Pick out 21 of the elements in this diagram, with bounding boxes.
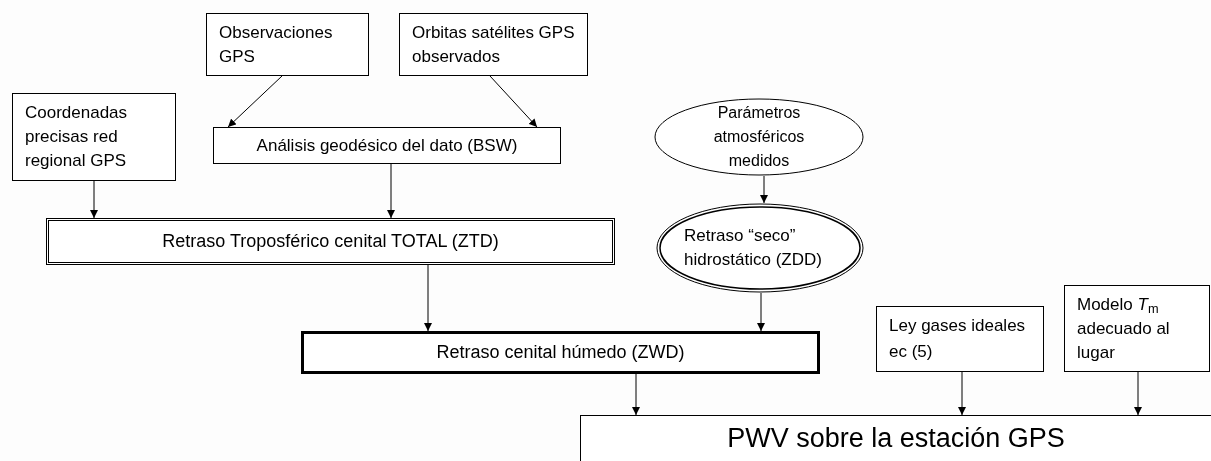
result-box: Retraso Troposférico cenital TOTAL (ZTD) xyxy=(46,218,615,265)
arrow xyxy=(632,373,640,416)
arrow xyxy=(489,75,538,128)
input-box: Orbitas satélites GPS observados xyxy=(399,13,588,76)
output-box: PWV sobre la estación GPS xyxy=(580,415,1211,461)
arrow xyxy=(227,75,283,128)
arrow xyxy=(424,264,432,332)
input-box: Ley gases ideales ec (5) xyxy=(876,306,1044,372)
input-box: Coordenadas precisas red regional GPS xyxy=(12,93,176,181)
arrow xyxy=(760,175,768,204)
result-ellipse: Retraso “seco” hidrostático (ZDD) xyxy=(656,203,864,293)
result-box: Retraso cenital húmedo (ZWD) xyxy=(301,331,820,374)
arrow xyxy=(757,292,765,332)
arrow xyxy=(387,163,395,219)
input-box: Observaciones GPS xyxy=(206,13,369,76)
input-box: Modelo T$_{m}$ adecuado al lugar xyxy=(1064,285,1210,372)
process-box: Análisis geodésico del dato (BSW) xyxy=(213,127,561,164)
arrow xyxy=(90,180,98,219)
arrow xyxy=(958,371,966,416)
input-ellipse: Parámetros atmosféricos medidos xyxy=(654,98,864,176)
arrow xyxy=(1134,371,1142,416)
